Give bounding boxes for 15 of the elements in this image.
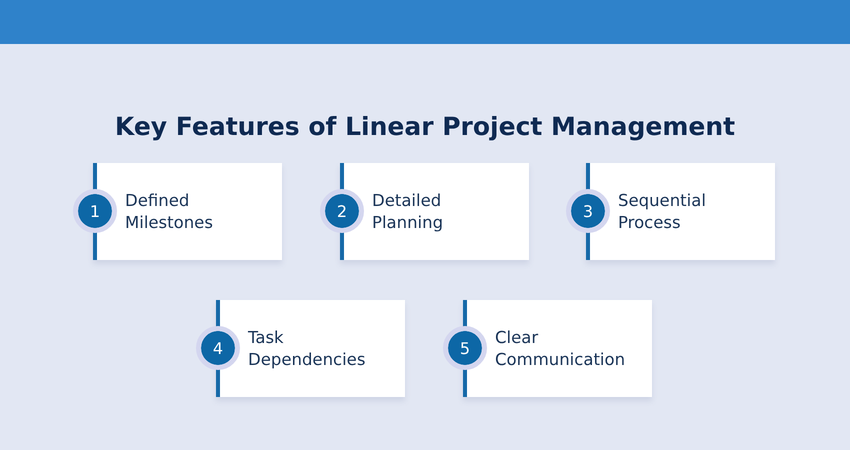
feature-card <box>586 163 775 260</box>
feature-label: Defined Milestones <box>125 190 213 234</box>
feature-card <box>340 163 529 260</box>
number-badge: 1 <box>73 189 117 233</box>
feature-label: Sequential Process <box>618 190 706 234</box>
number-badge: 5 <box>443 326 487 370</box>
feature-label: Detailed Planning <box>372 190 444 234</box>
feature-card <box>463 300 652 397</box>
feature-card <box>93 163 282 260</box>
feature-label: Task Dependencies <box>248 326 366 370</box>
feature-label: Clear Communication <box>495 326 626 370</box>
number-badge: 4 <box>196 326 240 370</box>
number-badge: 3 <box>566 189 610 233</box>
number-badge: 2 <box>320 189 364 233</box>
page-title: Key Features of Linear Project Management <box>114 112 736 141</box>
